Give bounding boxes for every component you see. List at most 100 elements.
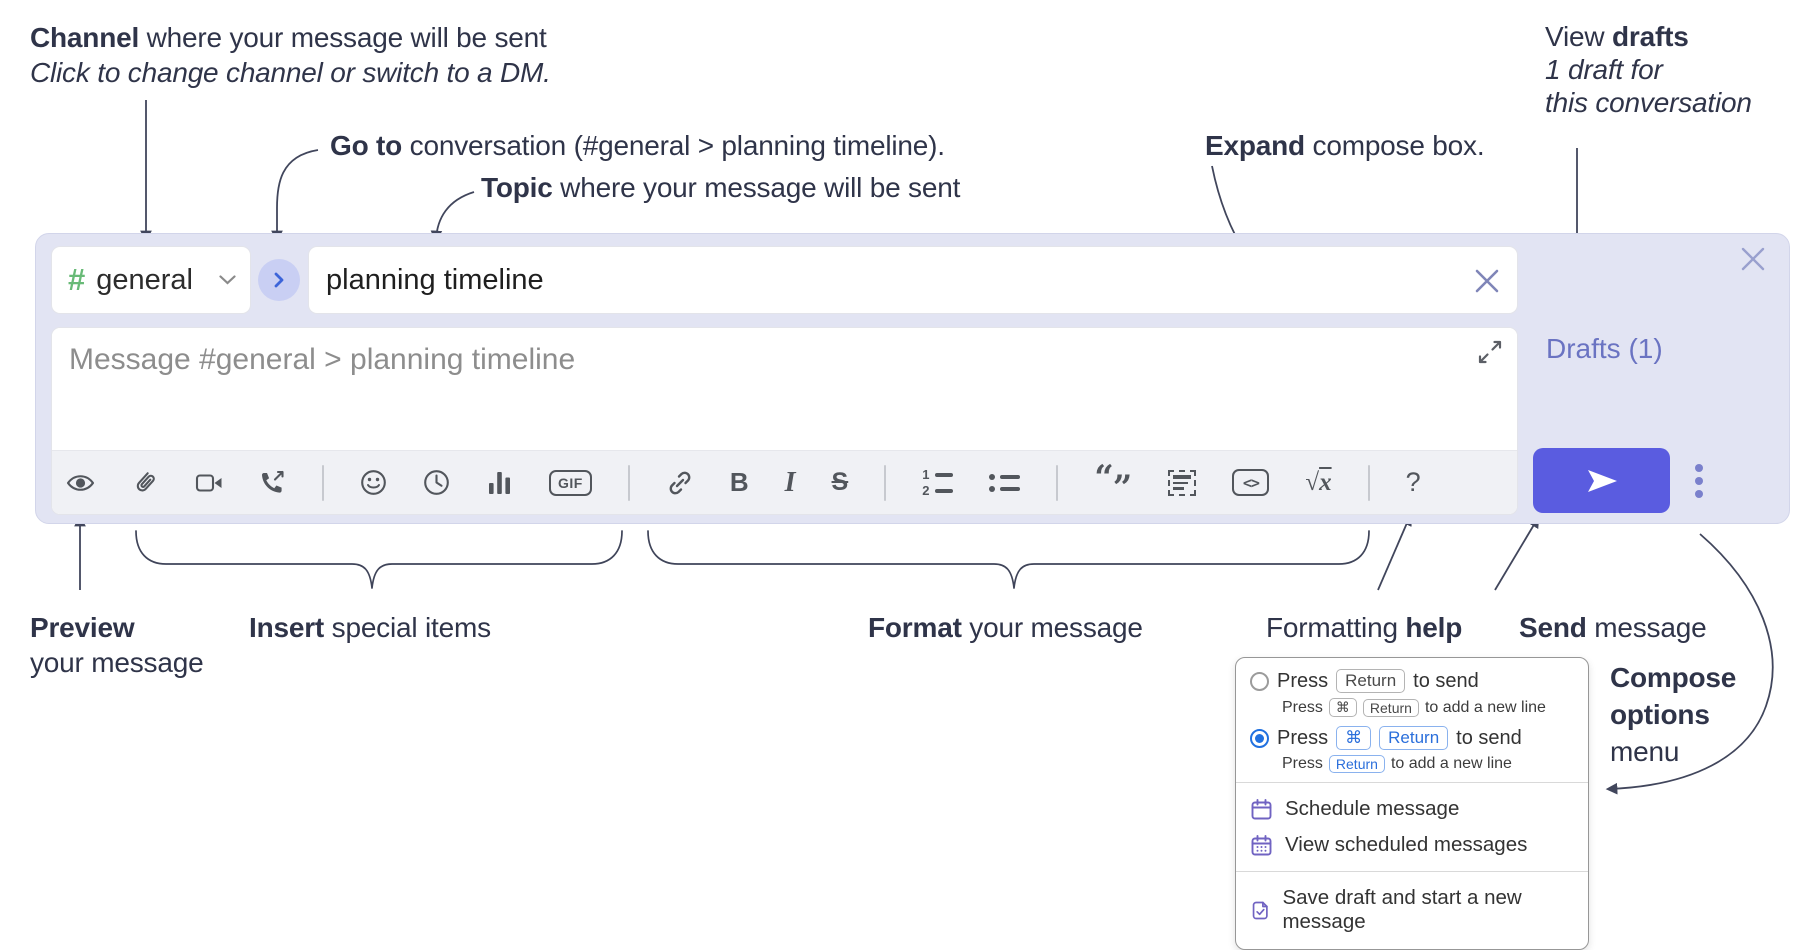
- compose-options-menu: Press Return to send Press ⌘ Return to a…: [1235, 657, 1589, 950]
- channel-hash-icon: #: [68, 262, 86, 297]
- formatting-help-annotation: Formatting help: [1266, 612, 1463, 643]
- calendar-icon: [1251, 798, 1272, 819]
- expand-compose-icon[interactable]: [1477, 339, 1503, 365]
- insert-annotation: Insert special items: [249, 612, 491, 643]
- link-button[interactable]: [666, 469, 694, 497]
- return-key: Return: [1328, 755, 1385, 773]
- audio-call-button[interactable]: [259, 469, 286, 496]
- chevron-down-icon: [219, 275, 236, 285]
- menu-item-schedule-message[interactable]: Schedule message: [1236, 791, 1588, 827]
- numbered-list-icon: 1 2: [922, 468, 954, 497]
- channel-name: general: [96, 263, 193, 296]
- help-pointer-line: [1377, 513, 1412, 591]
- strikethrough-button[interactable]: S: [832, 468, 849, 497]
- channel-selector[interactable]: # general: [51, 246, 251, 314]
- formatting-help-button[interactable]: ?: [1406, 467, 1421, 498]
- preview-button[interactable]: [66, 472, 95, 494]
- save-draft-icon: [1252, 901, 1268, 919]
- view-drafts-annotation: View drafts 1 draft for this conversatio…: [1545, 21, 1752, 118]
- italic-button[interactable]: I: [785, 467, 796, 499]
- compose-options-button[interactable]: [1681, 453, 1717, 509]
- link-icon: [669, 471, 691, 494]
- formatting-toolbar: GIF B I S 1 2: [52, 450, 1517, 514]
- drafts-link[interactable]: Drafts (1): [1546, 333, 1663, 364]
- clock-icon: [424, 470, 449, 495]
- calendar-grid-icon: [1251, 834, 1272, 855]
- menu-option-return-subtext: Press ⌘ Return to add a new line: [1282, 698, 1546, 717]
- cmd-key: ⌘: [1336, 726, 1372, 750]
- quote-icon: “”: [1094, 457, 1133, 508]
- bar-chart-icon: [489, 471, 510, 494]
- menu-divider: [1236, 871, 1588, 872]
- paperclip-icon: [136, 471, 155, 492]
- menu-divider: [1236, 782, 1588, 783]
- topic-input[interactable]: [309, 247, 1517, 313]
- eye-icon: [66, 474, 95, 491]
- toolbar-divider: [627, 464, 630, 501]
- menu-option-cmd-return-subtext: Press Return to add a new line: [1282, 755, 1512, 773]
- smiley-icon: [361, 470, 386, 495]
- vertical-ellipsis-icon: [1695, 464, 1703, 472]
- return-key: Return: [1379, 726, 1449, 750]
- gif-button[interactable]: GIF: [549, 469, 592, 496]
- italic-icon: I: [784, 466, 796, 498]
- channel-annotation: Channel where your message will be sent …: [30, 22, 551, 88]
- spoiler-button[interactable]: [1168, 469, 1197, 496]
- topic-input-box: [308, 246, 1518, 314]
- code-icon: <>: [1232, 469, 1270, 496]
- menu-item-save-draft[interactable]: Save draft and start a new message: [1236, 880, 1588, 940]
- bulleted-list-icon: [989, 473, 1021, 492]
- return-key: Return: [1362, 698, 1419, 717]
- question-mark-icon: ?: [1405, 467, 1421, 497]
- attach-file-button[interactable]: [131, 469, 159, 497]
- message-input[interactable]: [52, 328, 1517, 452]
- phone-call-icon: [261, 470, 284, 493]
- format-brace: [647, 530, 1370, 589]
- compose-box: # general Drafts (1): [35, 233, 1790, 524]
- gif-icon: GIF: [549, 469, 592, 496]
- go-to-conversation-button[interactable]: [258, 259, 300, 301]
- video-camera-icon: [195, 473, 222, 492]
- emoji-button[interactable]: [360, 469, 387, 496]
- goto-pointer-curve: [271, 149, 319, 243]
- goto-annotation: Go to conversation (#general > planning …: [330, 130, 945, 161]
- message-area: GIF B I S 1 2: [51, 327, 1518, 515]
- insert-brace: [135, 530, 623, 589]
- send-message-annotation: Send message: [1519, 612, 1707, 643]
- numbered-list-button[interactable]: 1 2: [922, 468, 954, 497]
- send-pointer-line: [1494, 515, 1540, 591]
- math-button[interactable]: √x: [1305, 469, 1331, 497]
- send-button[interactable]: [1533, 448, 1670, 513]
- radio-unselected-icon[interactable]: [1250, 671, 1269, 691]
- send-icon: [1587, 469, 1617, 492]
- menu-item-view-scheduled-messages[interactable]: View scheduled messages: [1236, 827, 1588, 863]
- chevron-right-icon: [274, 272, 284, 288]
- strikethrough-icon: S: [831, 468, 849, 496]
- options-pointer-curve: [1605, 533, 1774, 795]
- time-button[interactable]: [423, 469, 450, 496]
- quote-button[interactable]: “”: [1094, 461, 1132, 505]
- menu-option-return-to-send[interactable]: Press Return to send: [1236, 669, 1588, 693]
- radio-selected-icon[interactable]: [1250, 728, 1269, 748]
- toolbar-divider: [884, 464, 887, 501]
- bold-icon: B: [729, 467, 749, 497]
- cmd-key: ⌘: [1328, 698, 1357, 717]
- close-compose-icon[interactable]: [1739, 245, 1767, 273]
- toolbar-divider: [1367, 464, 1370, 501]
- bold-button[interactable]: B: [730, 467, 749, 498]
- preview-annotation: Preview your message: [30, 612, 204, 678]
- code-button[interactable]: <>: [1232, 469, 1270, 496]
- video-call-button[interactable]: [195, 469, 223, 497]
- topic-annotation: Topic where your message will be sent: [481, 172, 961, 203]
- return-key: Return: [1336, 669, 1406, 693]
- format-annotation: Format your message: [868, 612, 1143, 643]
- clear-topic-icon[interactable]: [1473, 267, 1501, 295]
- math-icon: √x: [1305, 468, 1332, 496]
- poll-button[interactable]: [486, 470, 513, 496]
- toolbar-divider: [322, 464, 324, 501]
- menu-option-cmd-return-to-send[interactable]: Press ⌘ Return to send: [1236, 726, 1588, 750]
- bulleted-list-button[interactable]: [989, 473, 1021, 492]
- compose-options-annotation: Compose options menu: [1610, 662, 1737, 767]
- spoiler-icon: [1168, 469, 1197, 496]
